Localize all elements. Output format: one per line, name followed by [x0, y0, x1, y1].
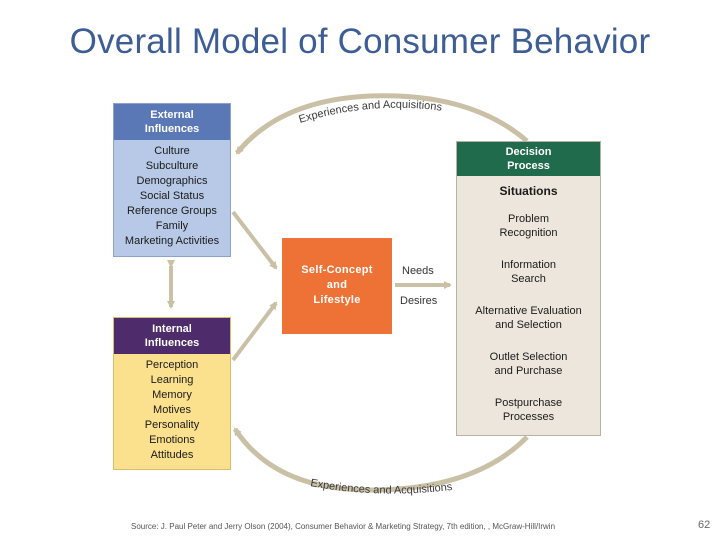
list-item: Culture	[154, 145, 190, 157]
decision-process-box: Decision Process Situations Problem Reco…	[456, 141, 601, 436]
list-item: Family	[155, 220, 189, 232]
self-concept-box: Self-Concept and Lifestyle	[282, 238, 392, 334]
ext-self-arrow	[231, 210, 278, 270]
internal-influences-box: Internal Influences Perception Learning …	[113, 317, 231, 470]
step-problem-recognition: Problem Recognition	[499, 213, 558, 239]
internal-influences-heading: Internal Influences	[114, 318, 230, 354]
desires-label: Desires	[400, 295, 438, 307]
list-item: Motives	[153, 404, 191, 416]
list-item: Personality	[144, 419, 200, 431]
int-self-arrow	[231, 301, 278, 362]
list-item: Emotions	[149, 434, 195, 446]
list-item: Demographics	[136, 175, 208, 187]
step-alternative-evaluation: Alternative Evaluation and Selection	[475, 305, 582, 331]
external-influences-box: External Influences Culture Subculture D…	[113, 103, 231, 257]
source-citation: Source: J. Paul Peter and Jerry Olson (2…	[131, 522, 556, 531]
list-item: Marketing Activities	[124, 235, 220, 247]
list-item: Memory	[152, 389, 192, 401]
needs-label: Needs	[402, 265, 434, 277]
bottom-feedback-arc	[232, 427, 529, 493]
external-influences-list: Culture Subculture Demographics Social S…	[114, 140, 230, 249]
list-item: Attitudes	[150, 449, 194, 461]
step-postpurchase: Postpurchase Processes	[494, 397, 563, 423]
top-feedback-arc	[235, 93, 529, 155]
list-item: Social Status	[139, 190, 205, 202]
external-influences-heading: External Influences	[114, 104, 230, 140]
list-item: Perception	[145, 359, 199, 371]
page-number: 62	[698, 519, 711, 531]
step-information-search: Information Search	[500, 259, 557, 285]
bottom-arc-label: Experiences and Acquisitions	[309, 477, 453, 496]
decision-process-heading: Decision Process	[457, 142, 600, 176]
list-item: Reference Groups	[127, 205, 217, 217]
list-item: Learning	[150, 374, 194, 386]
step-outlet-selection: Outlet Selection and Purchase	[489, 351, 568, 377]
slide-title: Overall Model of Consumer Behavior	[69, 22, 651, 61]
list-item: Subculture	[145, 160, 199, 172]
situations-label: Situations	[499, 184, 558, 198]
internal-influences-list: Perception Learning Memory Motives Perso…	[114, 354, 230, 463]
